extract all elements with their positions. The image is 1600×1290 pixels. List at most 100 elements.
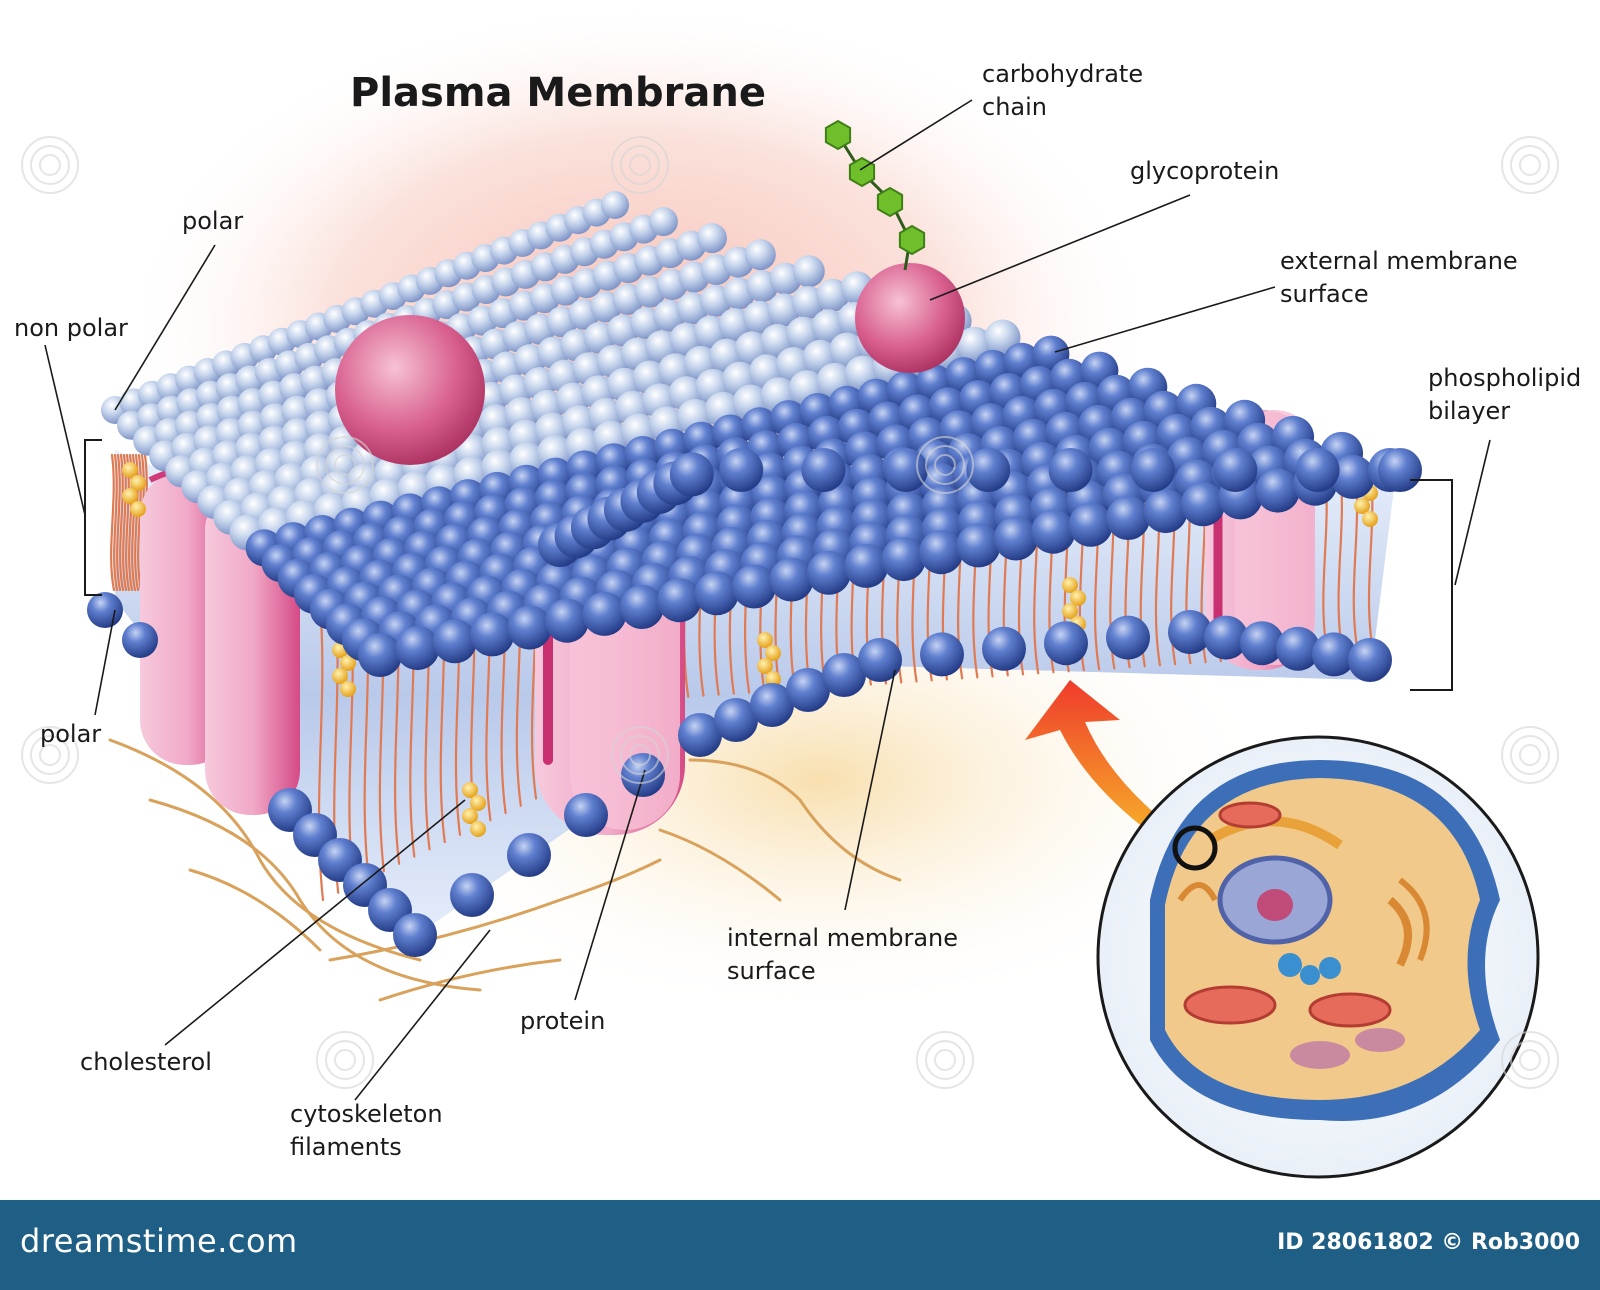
phospholipid-head	[792, 255, 825, 288]
footer-brand[interactable]: dreamstime.com	[20, 1222, 298, 1260]
cholesterol-bead	[1362, 511, 1378, 527]
phospholipid-head	[678, 713, 722, 757]
phospholipid-head	[1106, 496, 1151, 540]
label-carbohydrate-chain-line1: carbohydrate	[982, 60, 1144, 88]
cholesterol-bead	[122, 462, 138, 478]
phospholipid-head	[806, 550, 851, 595]
label-cytoskeleton-line1: cytoskeleton	[290, 1100, 443, 1128]
label-polar-bottom: polar	[40, 720, 102, 748]
label-non-polar: non polar	[14, 314, 128, 342]
phospholipid-head	[470, 612, 515, 657]
leader-lines	[44, 99, 1491, 1101]
label-bilayer-line2: bilayer	[1428, 397, 1511, 425]
cytoskeleton-filament	[378, 958, 562, 1002]
phospholipid-head	[919, 530, 964, 575]
label-external-line2: surface	[1280, 280, 1369, 308]
label-protein: protein	[520, 1007, 606, 1035]
carbohydrate-chain-molecule	[824, 119, 926, 271]
membrane-illustration	[21, 0, 1559, 1179]
peripheral-protein	[335, 315, 485, 465]
phospholipid-head	[1295, 448, 1340, 492]
phospholipid-head	[395, 626, 440, 671]
footer-credit: ID 28061802 © Rob3000	[1277, 1230, 1580, 1255]
label-carbohydrate-chain-line2: chain	[982, 93, 1047, 121]
phospholipid-head	[122, 622, 158, 658]
footer-bar: dreamstime.com ID 28061802 © Rob3000	[0, 1200, 1600, 1290]
bilayer-bracket-right	[1410, 479, 1453, 691]
cholesterol-bead	[1354, 498, 1370, 514]
bilayer-bracket-left	[84, 439, 102, 596]
phospholipid-head	[769, 557, 814, 602]
label-external-line1: external membrane	[1280, 247, 1518, 275]
label-internal-line2: surface	[727, 957, 816, 985]
phospholipid-head	[450, 873, 494, 917]
phospholipid-head	[1255, 468, 1300, 513]
phospholipid-head	[432, 619, 477, 664]
label-carbohydrate-chain: carbohydrate chain	[982, 58, 1143, 124]
cytoskeleton-filament	[328, 858, 662, 962]
phospholipid-head	[1276, 626, 1320, 671]
phospholipid-head	[1348, 638, 1392, 682]
sugar-unit	[898, 224, 926, 256]
cholesterol-bead	[1070, 590, 1086, 606]
cholesterol-bead	[765, 645, 781, 661]
phospholipid-head	[801, 448, 846, 492]
phospholipid-head	[648, 207, 678, 237]
phospholipid-head	[393, 913, 437, 957]
cholesterol-bead	[130, 501, 146, 517]
phospholipid-head	[920, 632, 964, 677]
inner-phospholipid-heads	[87, 448, 1422, 957]
watermark-icon	[21, 136, 1559, 1089]
cholesterol-bead	[130, 475, 146, 491]
phospholipid-head	[657, 578, 702, 623]
label-external-membrane-surface: external membrane surface	[1280, 245, 1518, 311]
label-cholesterol: cholesterol	[80, 1048, 212, 1076]
phospholipid-head	[507, 605, 552, 650]
label-cytoskeleton-line2: filaments	[290, 1133, 402, 1161]
phospholipid-head	[883, 448, 928, 492]
cholesterol-bead	[122, 488, 138, 504]
cell-zoom-icon	[1096, 735, 1540, 1179]
cholesterol-bead	[462, 808, 478, 824]
cholesterol-bead	[1062, 603, 1078, 619]
phospholipid-head	[1048, 448, 1093, 492]
phospholipid-head	[750, 683, 794, 727]
cholesterol-bead	[462, 782, 478, 798]
phospholipid-head	[1044, 621, 1088, 666]
label-cytoskeleton-filaments: cytoskeleton filaments	[290, 1098, 443, 1164]
phospholipid-head	[1143, 489, 1188, 534]
phospholipid-head	[669, 452, 714, 497]
phospholipid-head	[1106, 615, 1150, 660]
phospholipid-head	[744, 239, 776, 271]
phospholipid-head	[732, 564, 777, 609]
cholesterol-bead	[1062, 577, 1078, 593]
cytoskeleton-filament	[188, 868, 322, 952]
phospholipid-head	[1330, 454, 1375, 499]
cholesterol-bead	[757, 632, 773, 648]
cholesterol-bead	[470, 795, 486, 811]
label-bilayer-line1: phospholipid	[1428, 364, 1582, 392]
cytoskeleton-filament	[148, 798, 482, 992]
phospholipid-head	[564, 793, 608, 837]
cytoskeleton-filaments	[108, 738, 902, 1002]
cholesterol-bead	[332, 668, 348, 684]
phospholipid-head	[601, 191, 629, 219]
phospholipid-head	[858, 638, 902, 682]
cholesterol-bead	[340, 681, 356, 697]
phospholipid-head	[696, 223, 727, 254]
cholesterol-bead	[470, 821, 486, 837]
cytoskeleton-filament	[658, 828, 782, 902]
phospholipid-head	[545, 598, 589, 643]
phospholipid-head	[966, 448, 1011, 492]
glycoprotein-sphere	[855, 263, 965, 373]
phospholipid-head	[1181, 482, 1225, 527]
phospholipid-head	[719, 448, 764, 492]
cholesterol-bead	[340, 655, 356, 671]
phospholipid-head	[1068, 502, 1113, 547]
cholesterol-bead	[757, 658, 773, 674]
phospholipid-head	[1312, 632, 1356, 677]
phospholipid-head	[1168, 610, 1212, 654]
phospholipid-head	[1240, 621, 1284, 666]
phospholipid-head	[844, 543, 889, 588]
